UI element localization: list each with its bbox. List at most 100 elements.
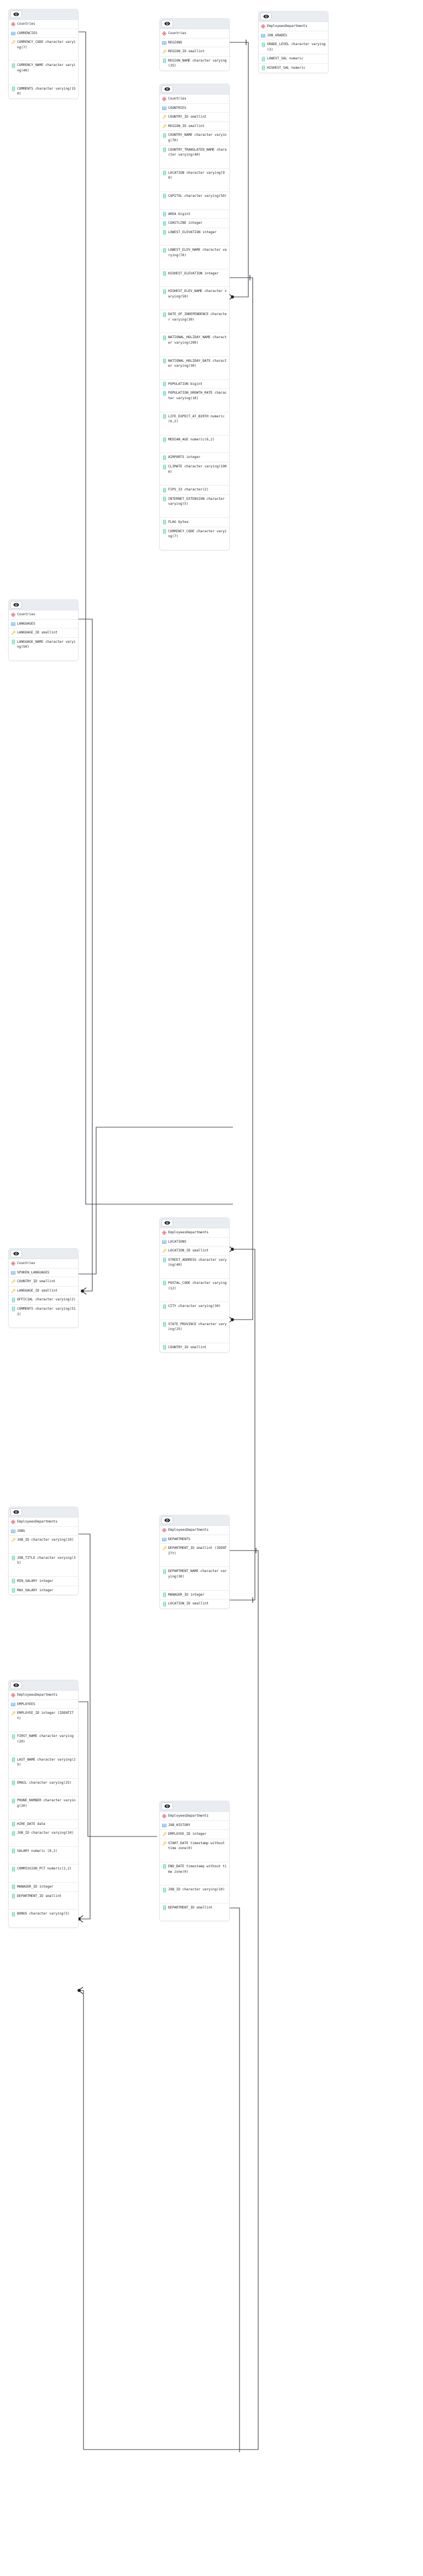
column-row[interactable]: FIPS_33 character(2) xyxy=(160,486,229,495)
column-row[interactable]: DATE_OF_INDEPENDENCE character varying(3… xyxy=(160,310,229,334)
column-row[interactable]: CURRENCY_NAME character varying(40) xyxy=(9,61,78,85)
column-row[interactable]: MANAGER_ID integer xyxy=(160,1591,229,1600)
column-row[interactable]: COUNTRY_ID smallint xyxy=(9,1277,78,1287)
eye-icon[interactable] xyxy=(162,20,173,27)
column-row[interactable]: COUNTRY_NAME character varying(70) xyxy=(160,131,229,146)
column-row[interactable]: LOWEST_ELEVATION integer xyxy=(160,228,229,246)
column-row[interactable]: EMAIL character varying(25) xyxy=(9,1779,78,1797)
eye-icon[interactable] xyxy=(260,13,272,20)
column-row[interactable]: EMPLOYEE_ID integer xyxy=(160,1830,229,1839)
schema-row[interactable]: EmployeesDepartments xyxy=(9,1518,78,1527)
column-row[interactable]: JOB_ID character varying(10) xyxy=(9,1536,78,1554)
table-row[interactable]: CURRENCIES xyxy=(9,29,78,38)
eye-icon[interactable] xyxy=(10,1508,22,1516)
column-row[interactable]: NATIONAL_HOLIDAY_NAME character varying(… xyxy=(160,333,229,357)
schema-row[interactable]: EmployeesDepartments xyxy=(259,22,328,31)
column-row[interactable]: COMMENTS character varying(512) xyxy=(9,1305,78,1327)
column-row[interactable]: AIRPORTS integer xyxy=(160,453,229,462)
column-row[interactable]: COUNTRY_ID smallint xyxy=(160,1343,229,1352)
column-row[interactable]: END_DATE timestamp without time zone(0) xyxy=(160,1862,229,1886)
schema-row[interactable]: Countries xyxy=(160,29,229,38)
column-row[interactable]: REGION_ID smallint xyxy=(160,47,229,57)
column-row[interactable]: COUNTRY_TRANSLATED_NAME character varyin… xyxy=(160,146,229,169)
eye-icon[interactable] xyxy=(162,85,173,93)
column-row[interactable]: LOCATION_ID smallint xyxy=(160,1246,229,1256)
column-row[interactable]: INTERNET_EXTENSION character varying(5) xyxy=(160,495,229,518)
column-row[interactable]: REGION_NAME character varying(35) xyxy=(160,57,229,70)
column-row[interactable]: POSTAL_CODE character varying(12) xyxy=(160,1279,229,1303)
column-row[interactable]: HIRE_DATE date xyxy=(9,1820,78,1829)
column-row[interactable]: JOB_ID character varying(10) xyxy=(160,1885,229,1904)
table-row[interactable]: DEPARTMENTS xyxy=(160,1535,229,1545)
column-row[interactable]: SALARY numeric (8,2) xyxy=(9,1847,78,1865)
column-row[interactable]: DEPARTMENT_ID smallint xyxy=(9,1892,78,1910)
column-row[interactable]: CLIMATE character varying(1000) xyxy=(160,462,229,486)
column-row[interactable]: NATIONAL_HOLIDAY_DATE character varying(… xyxy=(160,357,229,380)
table-row[interactable]: LOCATIONS xyxy=(160,1238,229,1247)
column-row[interactable]: STATE_PROVINCE character varying(25) xyxy=(160,1320,229,1343)
column-row[interactable]: AREA bigint xyxy=(160,210,229,219)
eye-icon[interactable] xyxy=(10,601,22,609)
column-row[interactable]: START_DATE timestamp without time zone(0… xyxy=(160,1839,229,1862)
eye-icon[interactable] xyxy=(10,1681,22,1689)
column-row[interactable]: LOCATION character varying(90) xyxy=(160,169,229,192)
column-row[interactable]: JOB_ID character varying(10) xyxy=(9,1829,78,1847)
schema-row[interactable]: EmployeesDepartments xyxy=(160,1228,229,1238)
schema-row[interactable]: Countries xyxy=(9,1259,78,1268)
column-row[interactable]: MIN_SALARY integer xyxy=(9,1577,78,1586)
eye-icon[interactable] xyxy=(162,1219,173,1227)
table-row[interactable]: JOBS xyxy=(9,1527,78,1536)
column-row[interactable]: JOB_TITLE character varying(35) xyxy=(9,1554,78,1577)
table-row[interactable]: COUNTRIES xyxy=(160,104,229,113)
column-row[interactable]: REGION_ID smallint xyxy=(160,122,229,131)
column-row[interactable]: HIGHEST_ELEVATION integer xyxy=(160,269,229,288)
column-row[interactable]: HIGHEST_ELEV_NAME character varying(50) xyxy=(160,287,229,311)
schema-row[interactable]: Countries xyxy=(160,95,229,104)
column-row[interactable]: MAX_SALARY integer xyxy=(9,1586,78,1595)
column-row[interactable]: COUNTRY_ID smallint xyxy=(160,113,229,122)
column-row[interactable]: CITY character varying(30) xyxy=(160,1302,229,1320)
column-row[interactable]: POPULATION_GROWTH_RATE character varying… xyxy=(160,389,229,412)
column-row[interactable]: HIGHEST_SAL numeric xyxy=(259,64,328,73)
table-row[interactable]: SPOKEN_LANGUAGES xyxy=(9,1268,78,1278)
schema-row[interactable]: Countries xyxy=(9,610,78,620)
column-row[interactable]: GRADE_LEVEL character varying(3) xyxy=(259,40,328,55)
column-row[interactable]: PHONE_NUMBER character varying(20) xyxy=(9,1796,78,1820)
column-row[interactable]: STREET_ADDRESS character varying(40) xyxy=(160,1256,229,1279)
column-row[interactable]: COMMENTS character varying(150) xyxy=(9,85,78,98)
eye-icon[interactable] xyxy=(10,10,22,18)
column-row[interactable]: OFFICIAL character varying(2) xyxy=(9,1295,78,1305)
table-row[interactable]: JOB_GRADES xyxy=(259,31,328,41)
column-row[interactable]: DEPARTMENT_ID smallint xyxy=(160,1904,229,1921)
table-row[interactable]: LANGUAGES xyxy=(9,620,78,629)
column-row[interactable]: COMMISSION_PCT numeric(2,2) xyxy=(9,1865,78,1883)
column-row[interactable]: LAST_NAME character varying(25) xyxy=(9,1756,78,1779)
column-row[interactable]: LOWEST_SAL numeric xyxy=(259,54,328,64)
column-row[interactable]: CURRENCY_CODE character varying(7) xyxy=(9,38,78,62)
column-row[interactable]: FIRST_NAME character varying(20) xyxy=(9,1732,78,1756)
schema-row[interactable]: EmployeesDepartments xyxy=(160,1526,229,1535)
eye-icon[interactable] xyxy=(162,1802,173,1810)
column-row[interactable]: LOWEST_ELEV_NAME character varying(70) xyxy=(160,246,229,269)
schema-row[interactable]: Countries xyxy=(9,20,78,29)
column-row[interactable]: FLAG bytea xyxy=(160,518,229,527)
eye-icon[interactable] xyxy=(162,1516,173,1524)
column-row[interactable]: CURRENCY_CODE character varying(7) xyxy=(160,527,229,550)
column-row[interactable]: EMPLOYEE_ID integer (IDENTITY) xyxy=(9,1709,78,1733)
column-row[interactable]: LANGUAGE_ID smallint xyxy=(9,1287,78,1296)
column-row[interactable]: MANAGER_ID integer xyxy=(9,1883,78,1892)
column-row[interactable]: LIFE_EXPECT_AT_BIRTH numeric (6,2) xyxy=(160,412,229,435)
column-row[interactable]: LOCATION_ID smallint xyxy=(160,1599,229,1608)
column-row[interactable]: LANGUAGE_ID smallint xyxy=(9,628,78,638)
